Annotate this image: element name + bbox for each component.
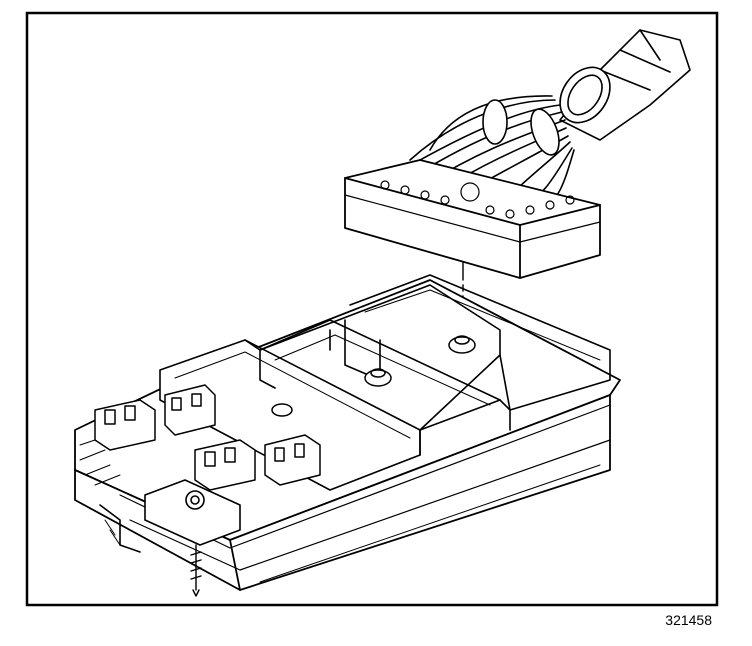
mounting-bracket bbox=[99, 479, 241, 553]
relay-cavity-frames bbox=[159, 274, 611, 491]
relay-sockets bbox=[94, 384, 321, 491]
harness-connector bbox=[344, 159, 601, 279]
mounting-screw bbox=[190, 544, 202, 597]
stud-1 bbox=[448, 336, 476, 354]
harness-clip-2 bbox=[530, 108, 560, 156]
connector-pin-sockets bbox=[380, 180, 575, 219]
stud-3 bbox=[271, 403, 293, 417]
stud-2 bbox=[364, 369, 392, 387]
mounting-studs bbox=[271, 335, 476, 417]
figure-id-number: 321458 bbox=[665, 612, 712, 628]
wiring-harness bbox=[384, 29, 691, 213]
housing-shading bbox=[79, 439, 121, 546]
harness-clip-1 bbox=[482, 99, 508, 145]
